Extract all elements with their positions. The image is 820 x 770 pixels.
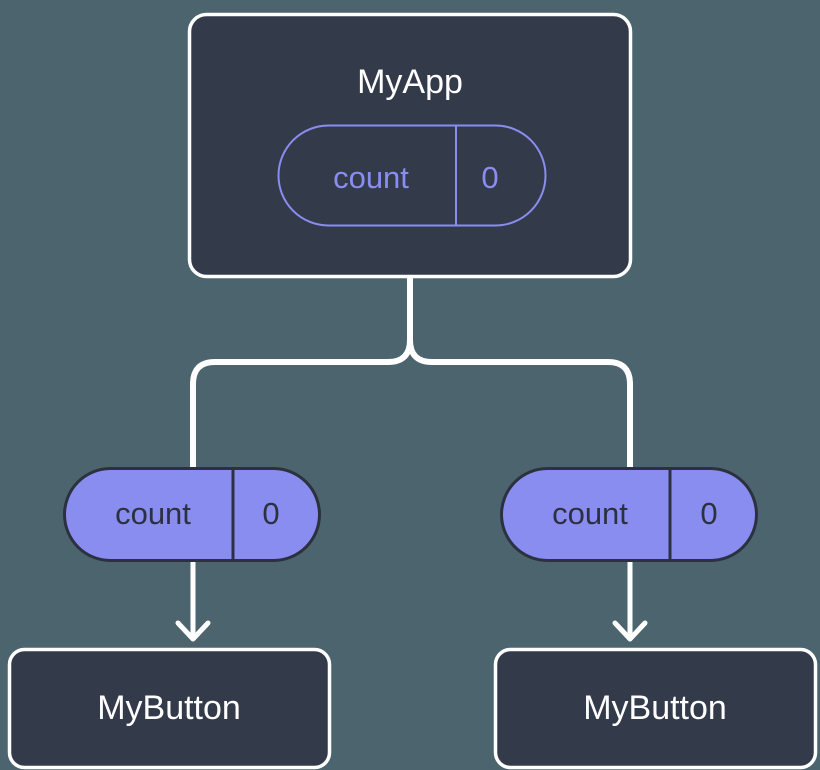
node-myapp[interactable]: MyApp count 0 [187,12,633,279]
arrow-down-icon [612,620,648,642]
branch-right-edge [407,275,633,473]
mybutton-right-label: MyButton [583,689,727,727]
mybutton-left-label: MyButton [97,689,241,727]
count-pill-myapp-value: 0 [481,160,498,195]
node-mybutton-left[interactable]: MyButton [7,647,332,770]
myapp-box[interactable] [187,12,633,279]
count-pill-right[interactable]: count 0 [500,467,758,562]
count-pill-left-value: 0 [262,496,279,531]
count-pill-right-body[interactable] [500,467,758,562]
count-pill-myapp-key: count [333,160,409,195]
count-pill-right-key: count [552,496,628,531]
count-pill-myapp-body[interactable] [277,124,547,227]
count-pill-left-body[interactable] [63,467,321,562]
count-pill-left[interactable]: count 0 [63,467,321,562]
mybutton-right-box[interactable] [493,647,818,770]
count-pill-right-value: 0 [700,496,717,531]
mybutton-left-box[interactable] [7,647,332,770]
count-pill-left-key: count [115,496,191,531]
arrow-down-icon [175,620,211,642]
count-pill-myapp[interactable]: count 0 [277,124,547,227]
branch-left-edge [190,275,413,473]
connector-group [175,275,648,642]
node-mybutton-right[interactable]: MyButton [493,647,818,770]
myapp-label: MyApp [357,63,463,101]
